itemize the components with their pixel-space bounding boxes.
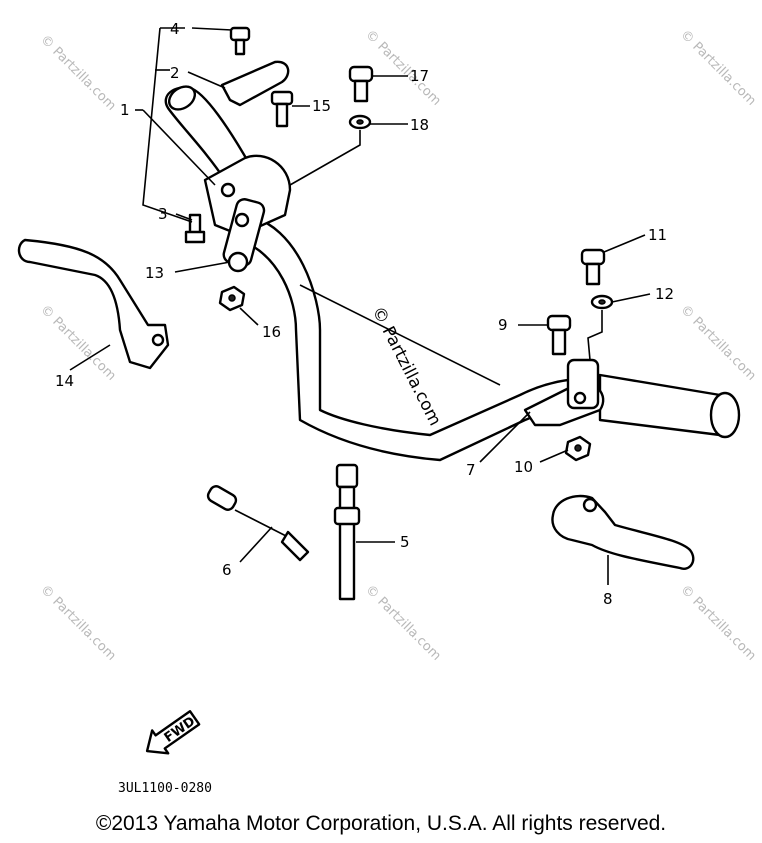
part-14-clutch-lever bbox=[17, 238, 170, 370]
part-18-washer bbox=[348, 114, 372, 130]
callout-11: 11 bbox=[648, 226, 667, 244]
part-15-bolt bbox=[270, 90, 294, 128]
callout-5: 5 bbox=[400, 533, 410, 551]
left-grip bbox=[164, 85, 252, 182]
diagram-code: 3UL1100-0280 bbox=[118, 781, 212, 796]
callout-1: 1 bbox=[120, 101, 130, 119]
callout-9: 9 bbox=[498, 316, 508, 334]
right-grip bbox=[598, 373, 741, 439]
watermark-6: © Partzilla.com bbox=[37, 582, 119, 664]
part-5-cable-tie bbox=[333, 463, 361, 601]
callout-2: 2 bbox=[170, 64, 180, 82]
callout-8: 8 bbox=[603, 590, 613, 608]
lever-holder-left bbox=[203, 154, 292, 267]
part-8-brake-lever bbox=[551, 494, 695, 570]
watermark-5: © Partzilla.com bbox=[677, 302, 759, 384]
callout-3: 3 bbox=[158, 205, 168, 223]
part-10-nut bbox=[564, 435, 592, 462]
handlebar bbox=[238, 213, 642, 462]
callout-6: 6 bbox=[222, 561, 232, 579]
callout-18: 18 bbox=[410, 116, 429, 134]
callout-13: 13 bbox=[145, 264, 164, 282]
fwd-arrow: FWD bbox=[145, 710, 201, 755]
callout-17: 17 bbox=[410, 67, 429, 85]
callout-7: 7 bbox=[466, 461, 476, 479]
lever-holder-right bbox=[523, 358, 605, 427]
part-9-bolt bbox=[546, 314, 572, 356]
callout-10: 10 bbox=[514, 458, 533, 476]
callout-15: 15 bbox=[312, 97, 331, 115]
copyright-notice: ©2013 Yamaha Motor Corporation, U.S.A. A… bbox=[95, 812, 667, 835]
part-12-washer bbox=[590, 294, 614, 310]
part-6-cable bbox=[206, 485, 310, 562]
watermark-8: © Partzilla.com bbox=[677, 582, 759, 664]
part-13-pivot bbox=[227, 251, 249, 273]
part-17-bolt bbox=[348, 65, 374, 103]
callout-4: 4 bbox=[170, 20, 180, 38]
watermark-3: © Partzilla.com bbox=[677, 27, 759, 109]
watermark-1: © Partzilla.com bbox=[37, 32, 119, 114]
watermark-2: © Partzilla.com bbox=[362, 27, 444, 109]
leader-lines bbox=[69, 27, 651, 585]
part-11-bolt bbox=[580, 248, 606, 286]
callout-14: 14 bbox=[55, 372, 74, 390]
center-watermark: © Partzilla.com bbox=[368, 303, 445, 429]
part-16-nut bbox=[218, 285, 246, 312]
callout-12: 12 bbox=[655, 285, 674, 303]
callout-16: 16 bbox=[262, 323, 281, 341]
part-2-cover bbox=[220, 60, 290, 107]
part-4-screw bbox=[229, 26, 251, 56]
callout-numbers: 4 2 1 15 17 18 3 13 16 14 11 12 9 7 10 5… bbox=[55, 20, 674, 608]
part-3-bolt bbox=[184, 213, 206, 244]
watermark-4: © Partzilla.com bbox=[37, 302, 119, 384]
watermark-7: © Partzilla.com bbox=[362, 582, 444, 664]
